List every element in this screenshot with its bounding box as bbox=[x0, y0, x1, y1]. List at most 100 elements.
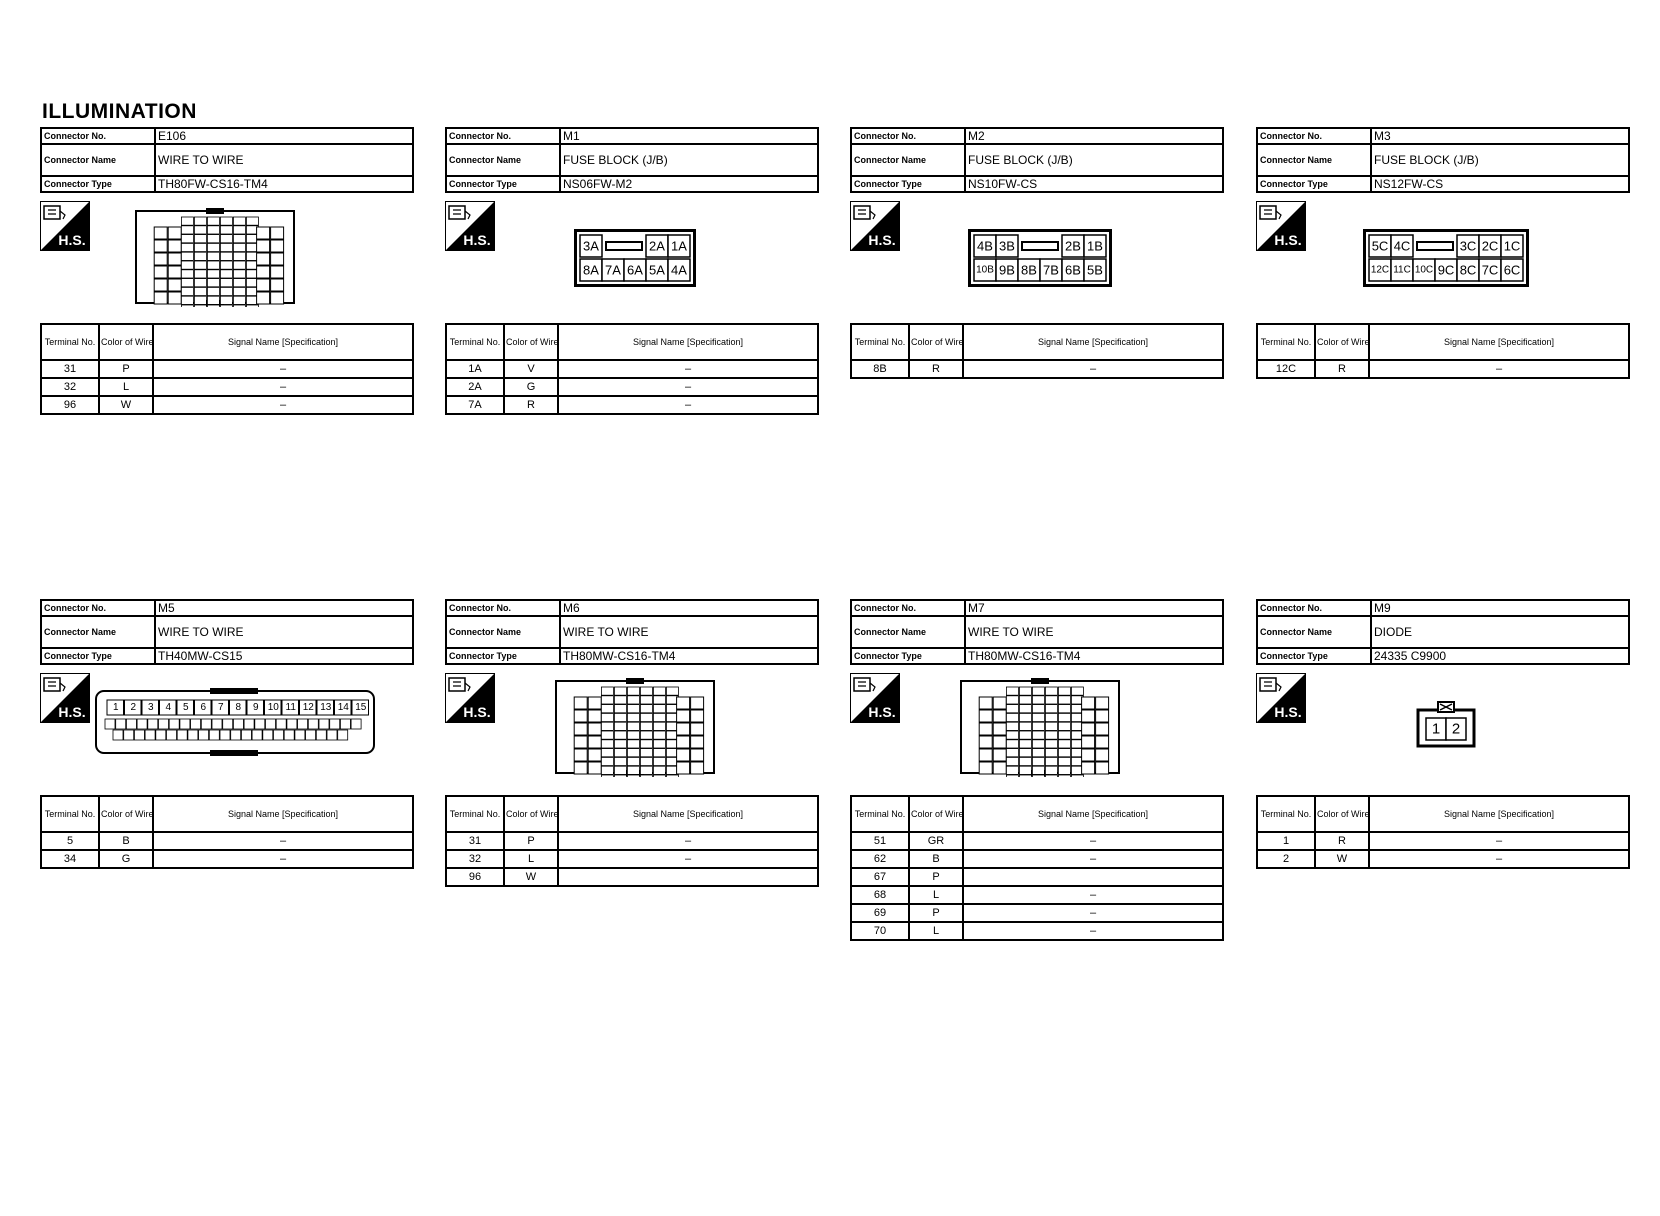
wire-color: R bbox=[1314, 359, 1370, 379]
connector-name: FUSE BLOCK (J/B) bbox=[559, 143, 819, 177]
connector-face bbox=[135, 208, 295, 307]
harness-side-icon: H.S. bbox=[1256, 673, 1306, 723]
pin-label: 2C bbox=[1482, 239, 1499, 254]
header-label: Connector Name bbox=[445, 615, 561, 649]
pin-label: 13 bbox=[320, 702, 332, 713]
terminal-no: 68 bbox=[850, 885, 910, 905]
terminal-no: 34 bbox=[40, 849, 100, 869]
harness-side-icon: H.S. bbox=[1256, 201, 1306, 251]
wire-color: R bbox=[1314, 831, 1370, 851]
column-header: Signal Name [Specification] bbox=[152, 795, 414, 833]
wire-color: P bbox=[98, 359, 154, 379]
connector-type: NS06FW-M2 bbox=[559, 175, 819, 193]
pin-label: 6C bbox=[1504, 263, 1521, 278]
pin-label: 5A bbox=[649, 263, 665, 278]
connector-no: M2 bbox=[964, 127, 1224, 145]
column-header: Terminal No. bbox=[850, 323, 910, 361]
pin-label: 1B bbox=[1087, 239, 1103, 254]
harness-side-icon: H.S. bbox=[850, 201, 900, 251]
pin-label: 5B bbox=[1087, 263, 1103, 278]
header-label: Connector Type bbox=[445, 647, 561, 665]
column-header: Signal Name [Specification] bbox=[152, 323, 414, 361]
signal-name: – bbox=[557, 395, 819, 415]
column-header: Signal Name [Specification] bbox=[557, 323, 819, 361]
header-label: Connector No. bbox=[1256, 599, 1372, 617]
connector-no: M3 bbox=[1370, 127, 1630, 145]
column-header: Color of Wire bbox=[503, 795, 559, 833]
pin-label: 9 bbox=[253, 702, 259, 713]
connector-name: WIRE TO WIRE bbox=[559, 615, 819, 649]
pin-label: 12C bbox=[1371, 265, 1389, 276]
column-header: Color of Wire bbox=[98, 323, 154, 361]
pin-label: 10B bbox=[976, 265, 994, 276]
wire-color: B bbox=[98, 831, 154, 851]
signal-name: – bbox=[557, 359, 819, 379]
column-header: Terminal No. bbox=[1256, 795, 1316, 833]
wire-color: R bbox=[908, 359, 964, 379]
harness-side-icon: H.S. bbox=[850, 673, 900, 723]
pin-label: 3 bbox=[148, 702, 154, 713]
connector-name: WIRE TO WIRE bbox=[154, 615, 414, 649]
column-header: Color of Wire bbox=[908, 323, 964, 361]
hs-label: H.S. bbox=[868, 704, 895, 720]
wire-color: W bbox=[1314, 849, 1370, 869]
header-label: Connector Type bbox=[850, 647, 966, 665]
signal-name: – bbox=[962, 359, 1224, 379]
header-label: Connector Type bbox=[445, 175, 561, 193]
pin-label: 9C bbox=[1438, 263, 1455, 278]
header-label: Connector No. bbox=[445, 599, 561, 617]
pin-label: 8A bbox=[583, 263, 599, 278]
terminal-no: 32 bbox=[40, 377, 100, 397]
header-label: Connector Type bbox=[1256, 647, 1372, 665]
connector-no: M5 bbox=[154, 599, 414, 617]
wire-color: L bbox=[908, 885, 964, 905]
pin-label: 5 bbox=[183, 702, 189, 713]
connector-diagram: H.S. bbox=[850, 665, 1224, 795]
connector-name: FUSE BLOCK (J/B) bbox=[964, 143, 1224, 177]
pin-label: 15 bbox=[355, 702, 367, 713]
hs-label: H.S. bbox=[58, 232, 85, 248]
column-header: Color of Wire bbox=[503, 323, 559, 361]
page-title: ILLUMINATION bbox=[42, 100, 197, 123]
pin-label: 4B bbox=[977, 239, 993, 254]
pin-label: 1 bbox=[113, 702, 119, 713]
signal-name: – bbox=[557, 849, 819, 869]
column-header: Terminal No. bbox=[850, 795, 910, 833]
connector-type: NS12FW-CS bbox=[1370, 175, 1630, 193]
pin-label: 7C bbox=[1482, 263, 1499, 278]
pin-label: 4 bbox=[165, 702, 171, 713]
connector-diagram: H.S. bbox=[40, 193, 414, 323]
column-header: Terminal No. bbox=[445, 323, 505, 361]
wire-color: W bbox=[98, 395, 154, 415]
terminal-no: 31 bbox=[445, 831, 505, 851]
terminal-no: 32 bbox=[445, 849, 505, 869]
pin-label: 1C bbox=[1504, 239, 1521, 254]
pin-label: 6 bbox=[200, 702, 206, 713]
header-label: Connector No. bbox=[1256, 127, 1372, 145]
terminal-no: 1A bbox=[445, 359, 505, 379]
pin-label: 4C bbox=[1394, 239, 1411, 254]
header-label: Connector Name bbox=[850, 615, 966, 649]
header-label: Connector No. bbox=[40, 127, 156, 145]
terminal-no: 7A bbox=[445, 395, 505, 415]
column-header: Signal Name [Specification] bbox=[962, 795, 1224, 833]
pin-label: 3A bbox=[583, 239, 599, 254]
column-header: Color of Wire bbox=[1314, 795, 1370, 833]
pin-label: 1A bbox=[671, 239, 687, 254]
